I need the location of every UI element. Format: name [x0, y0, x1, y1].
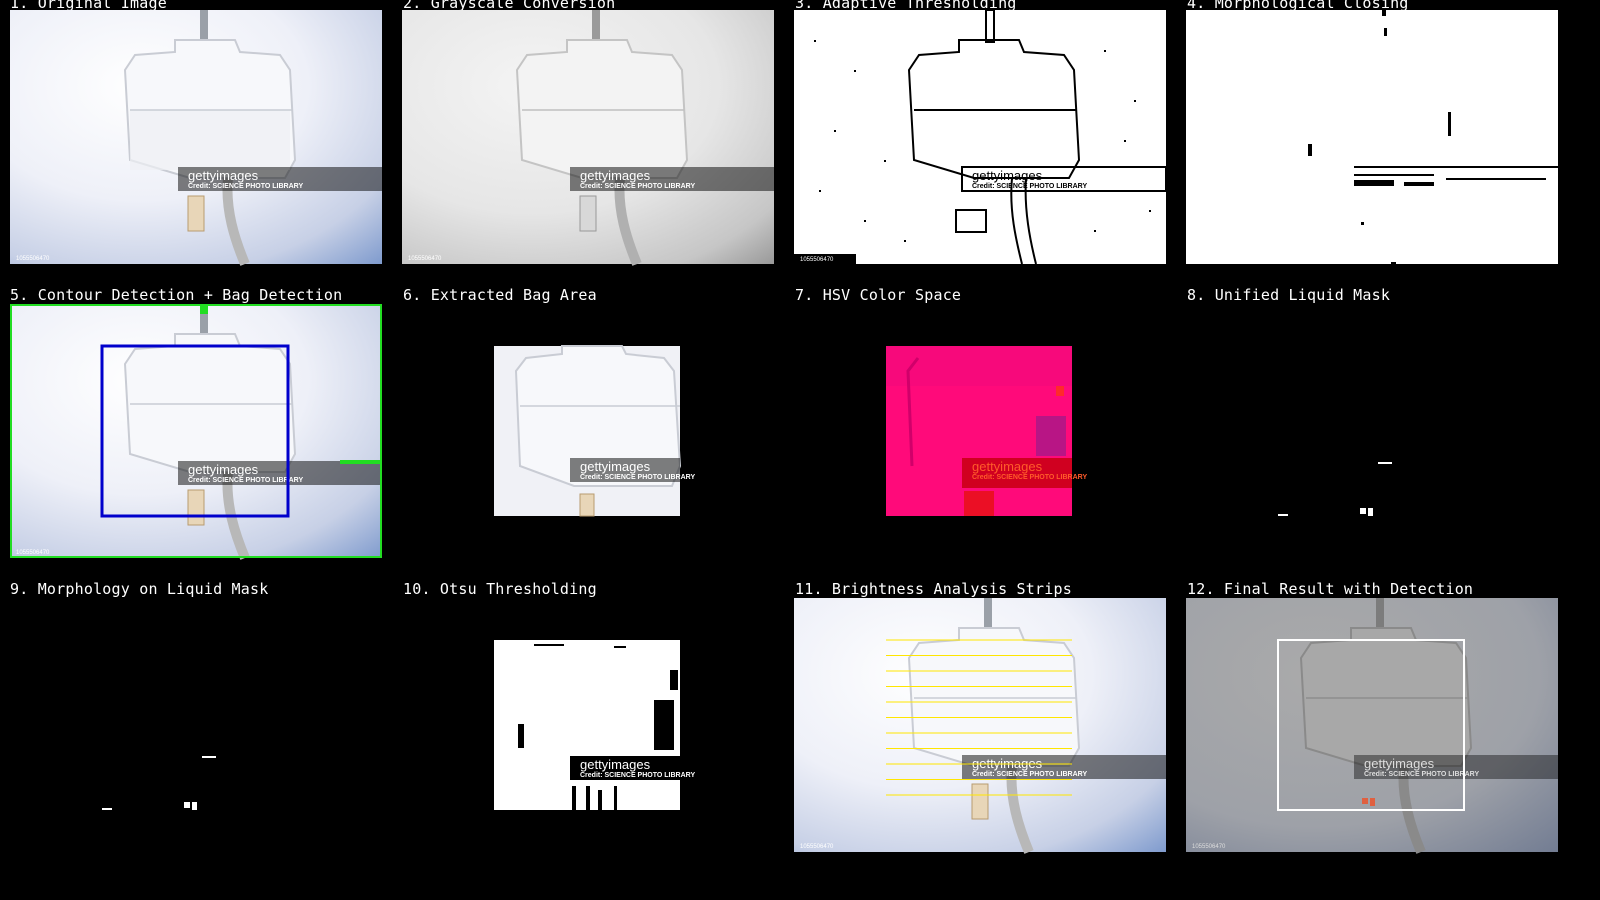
- watermark-brand: gettyimages: [1364, 756, 1435, 771]
- watermark-brand: gettyimages: [188, 462, 259, 477]
- adaptive-threshold-image: gettyimages Credit: SCIENCE PHOTO LIBRAR…: [794, 9, 1167, 265]
- panel-title-hsv: 7. HSV Color Space: [795, 286, 962, 304]
- watermark-credit: Credit: SCIENCE PHOTO LIBRARY: [580, 772, 695, 779]
- hsv-image: gettyimages Credit: SCIENCE PHOTO LIBRAR…: [886, 346, 1087, 516]
- watermark-brand: gettyimages: [972, 459, 1043, 474]
- watermark-id: 1055506470: [800, 844, 834, 850]
- watermark-credit: Credit: SCIENCE PHOTO LIBRARY: [188, 477, 303, 484]
- contour-outline: [10, 304, 382, 558]
- morph-liquid-mask-image: [10, 598, 382, 852]
- watermark-id: 1055506470: [1192, 844, 1226, 850]
- watermark-brand: gettyimages: [188, 168, 259, 183]
- watermark-id: 1055506470: [16, 256, 50, 262]
- watermark-id: 1055506470: [800, 257, 834, 263]
- panel-title-adaptive-threshold: 3. Adaptive Thresholding: [795, 0, 1017, 12]
- watermark-id: 1055506470: [16, 550, 50, 556]
- otsu-threshold-image: gettyimages Credit: SCIENCE PHOTO LIBRAR…: [494, 640, 695, 810]
- final-result-image: gettyimages Credit: SCIENCE PHOTO LIBRAR…: [1186, 598, 1558, 854]
- panel-title-strips: 11. Brightness Analysis Strips: [795, 580, 1072, 598]
- panel-title-otsu: 10. Otsu Thresholding: [403, 580, 597, 598]
- watermark-credit: Credit: SCIENCE PHOTO LIBRARY: [972, 183, 1087, 190]
- contour-blob-top: [200, 304, 208, 314]
- watermark-brand: gettyimages: [972, 168, 1043, 183]
- grayscale-image: gettyimages Credit: SCIENCE PHOTO LIBRAR…: [402, 10, 774, 266]
- panel-title-final: 12. Final Result with Detection: [1187, 580, 1474, 598]
- bag-bounding-box: [100, 344, 290, 518]
- panel-title-morph-closing: 4. Morphological Closing: [1187, 0, 1409, 12]
- morph-closing-image: [1186, 10, 1558, 264]
- watermark-id: 1055506470: [408, 256, 442, 262]
- final-detection-box: [1277, 639, 1465, 811]
- watermark-brand: gettyimages: [580, 459, 651, 474]
- panel-title-original: 1. Original Image: [10, 0, 167, 12]
- panel-title-liquid-mask: 8. Unified Liquid Mask: [1187, 286, 1391, 304]
- panel-title-grayscale: 2. Grayscale Conversion: [403, 0, 616, 12]
- liquid-detection-dot: [1370, 798, 1375, 806]
- contour-detection-image: gettyimages Credit: SCIENCE PHOTO LIBRAR…: [10, 304, 382, 560]
- liquid-detection-dot: [1362, 798, 1368, 804]
- extracted-bag-image: gettyimages Credit: SCIENCE PHOTO LIBRAR…: [494, 345, 695, 517]
- watermark-credit: Credit: SCIENCE PHOTO LIBRARY: [580, 183, 695, 190]
- watermark-credit: Credit: SCIENCE PHOTO LIBRARY: [188, 183, 303, 190]
- contour-blob-right: [340, 460, 382, 464]
- watermark-credit: Credit: SCIENCE PHOTO LIBRARY: [972, 771, 1087, 778]
- panel-title-morph-liquid: 9. Morphology on Liquid Mask: [10, 580, 269, 598]
- panel-title-extracted: 6. Extracted Bag Area: [403, 286, 597, 304]
- watermark-credit: Credit: SCIENCE PHOTO LIBRARY: [1364, 771, 1479, 778]
- unified-liquid-mask-image: [1186, 304, 1558, 558]
- panel-title-contour: 5. Contour Detection + Bag Detection: [10, 286, 343, 304]
- watermark-credit: Credit: SCIENCE PHOTO LIBRARY: [580, 474, 695, 481]
- brightness-strips-image: gettyimages Credit: SCIENCE PHOTO LIBRAR…: [794, 598, 1166, 854]
- original-image: gettyimages Credit: SCIENCE PHOTO LIBRAR…: [10, 10, 382, 266]
- watermark-credit: Credit: SCIENCE PHOTO LIBRARY: [972, 474, 1087, 481]
- watermark-brand: gettyimages: [580, 168, 651, 183]
- brightness-strip-lines: [886, 639, 1072, 796]
- watermark-brand: gettyimages: [580, 757, 651, 772]
